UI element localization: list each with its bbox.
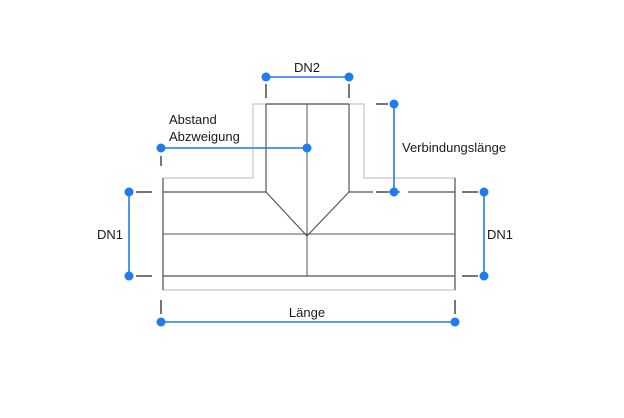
dn1-left-label: DN1 (97, 227, 123, 242)
joint-diagonal-right (306, 191, 350, 237)
verbindung-handle-top[interactable] (389, 99, 399, 109)
abstand-handle-left[interactable] (156, 143, 166, 153)
abstand-label-line1: Abstand (169, 112, 217, 127)
dn1-right-handle-top[interactable] (479, 187, 489, 197)
laenge-label: Länge (289, 305, 325, 320)
verbindung-label: Verbindungslänge (402, 140, 506, 155)
dn1-left-handle-bottom[interactable] (124, 271, 134, 281)
abstand-label-line2: Abzweigung (169, 129, 240, 144)
laenge-handle-right[interactable] (450, 317, 460, 327)
fitting-outline (162, 103, 456, 291)
abstand-handle-right[interactable] (302, 143, 312, 153)
joint-diagonal-left (265, 191, 308, 237)
dn2-handle-left[interactable] (261, 72, 271, 82)
dn2-label: DN2 (294, 60, 320, 75)
dn1-right-label: DN1 (487, 227, 513, 242)
verbindung-handle-bottom[interactable] (389, 187, 399, 197)
dn1-right-handle-bottom[interactable] (479, 271, 489, 281)
laenge-handle-left[interactable] (156, 317, 166, 327)
dn2-handle-right[interactable] (344, 72, 354, 82)
dn1-left-handle-top[interactable] (124, 187, 134, 197)
